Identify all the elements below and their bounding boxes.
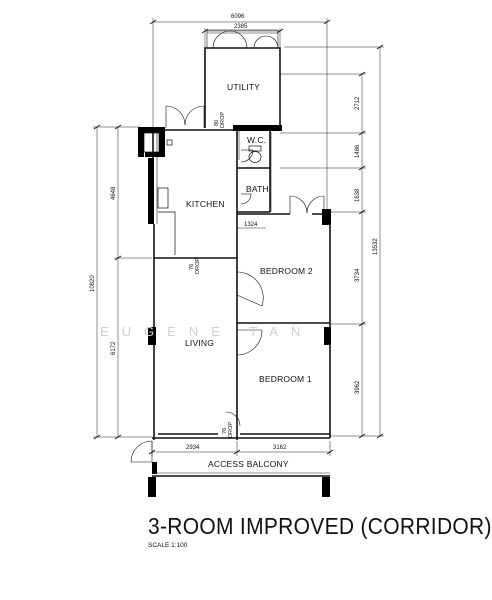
dim-living-width: 2934 bbox=[186, 445, 200, 451]
utility-drop-number: 80 bbox=[214, 120, 220, 126]
room-label-bath: BATH bbox=[246, 184, 269, 194]
room-label-bedroom-1: BEDROOM 1 bbox=[259, 374, 312, 384]
kitchen-drop-number: 76 bbox=[189, 264, 195, 270]
floor-plan: EUGENE TAN UTILITY W.C. BATH KITCHEN BED… bbox=[90, 14, 384, 497]
room-label-bedroom-2: BEDROOM 2 bbox=[260, 266, 313, 276]
dim-overall-height: 13532 bbox=[373, 238, 379, 255]
fixtures bbox=[143, 132, 262, 255]
utility-drop-label: DROP bbox=[220, 112, 226, 128]
room-label-living: LIVING bbox=[185, 338, 214, 348]
living-drop-label: DROP bbox=[228, 422, 234, 438]
kitchen-drop-label: DROP bbox=[195, 258, 201, 274]
plan-title: 3-ROOM IMPROVED (CORRIDOR) bbox=[148, 514, 492, 540]
room-label-wc: W.C. bbox=[247, 135, 266, 145]
room-label-access-balcony: ACCESS BALCONY bbox=[208, 459, 289, 469]
watermark: EUGENE TAN bbox=[100, 324, 313, 339]
window-frames bbox=[152, 29, 330, 474]
dim-bath-height: 1638 bbox=[355, 188, 361, 202]
plan-scale: SCALE 1:100 bbox=[148, 542, 188, 549]
dimension-ticks bbox=[93, 19, 384, 455]
sink-icon bbox=[157, 187, 169, 209]
dim-bedroom1-height: 3962 bbox=[355, 380, 361, 394]
living-drop-number: 76 bbox=[222, 428, 228, 434]
dim-bedroom1-width: 3162 bbox=[273, 445, 287, 451]
dim-utility-height: 2712 bbox=[355, 96, 361, 110]
dim-left-height: 10820 bbox=[90, 275, 96, 292]
room-label-kitchen: KITCHEN bbox=[186, 199, 225, 209]
dim-living-height: 6172 bbox=[111, 341, 117, 355]
dimension-lines bbox=[93, 18, 384, 456]
dim-kitchen-height: 4648 bbox=[111, 186, 117, 200]
dim-bedroom2-height: 3734 bbox=[355, 268, 361, 282]
walls bbox=[152, 47, 331, 477]
doors bbox=[130, 30, 325, 463]
dim-overall-width: 6096 bbox=[231, 14, 245, 20]
dim-utility-width: 2385 bbox=[234, 24, 248, 30]
gas-point-icon bbox=[166, 139, 173, 146]
structural-columns bbox=[138, 125, 331, 497]
room-label-utility: UTILITY bbox=[227, 82, 260, 92]
dim-bedroom2-gap: 1324 bbox=[244, 222, 258, 228]
refuse-chute-icon bbox=[143, 132, 160, 153]
dim-wc-height: 1486 bbox=[355, 144, 361, 158]
toilet-icon bbox=[248, 145, 262, 152]
toilet-bowl-icon bbox=[248, 151, 262, 163]
